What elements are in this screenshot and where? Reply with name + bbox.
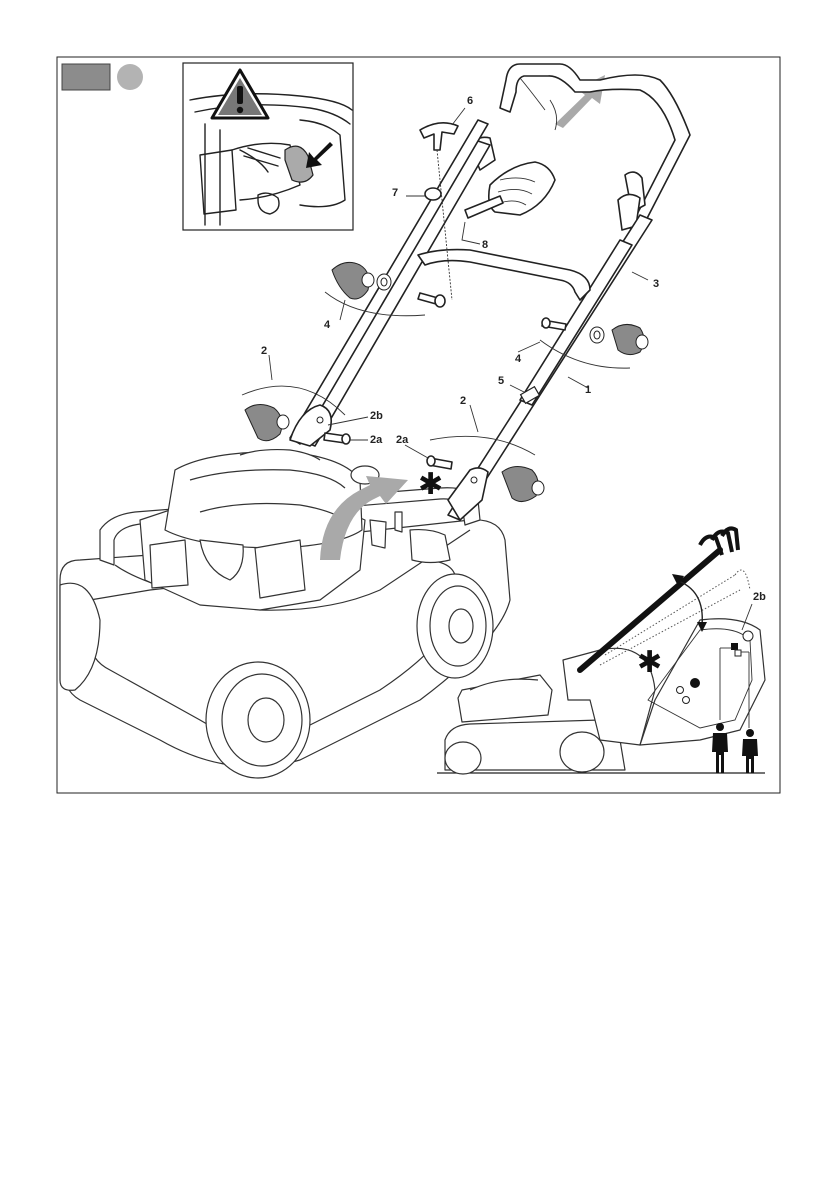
label-part-2b-main: 2b <box>370 410 383 422</box>
asterisk-main: ✱ <box>418 467 443 502</box>
label-part-2a-right: 2a <box>396 434 409 446</box>
label-part-8: 8 <box>482 239 488 251</box>
label-part-5: 5 <box>498 375 504 387</box>
label-part-2-left: 2 <box>261 345 267 357</box>
person-icon <box>742 729 758 773</box>
label-part-3: 3 <box>653 278 659 290</box>
figure-header-circle <box>117 64 143 90</box>
figure-header-box <box>62 64 110 90</box>
rotation-arc-right-lower <box>430 436 535 455</box>
label-part-2a-left: 2a <box>370 434 383 446</box>
label-part-2-right: 2 <box>460 395 466 407</box>
label-part-4-left: 4 <box>324 319 331 331</box>
label-part-4-right: 4 <box>515 353 522 365</box>
warning-inset <box>183 63 353 230</box>
label-part-7: 7 <box>392 187 398 199</box>
label-part-2b-inset: 2b <box>753 591 766 603</box>
label-part-6: 6 <box>467 95 473 107</box>
label-part-1: 1 <box>585 384 591 396</box>
asterisk-inset: ✱ <box>637 645 662 680</box>
